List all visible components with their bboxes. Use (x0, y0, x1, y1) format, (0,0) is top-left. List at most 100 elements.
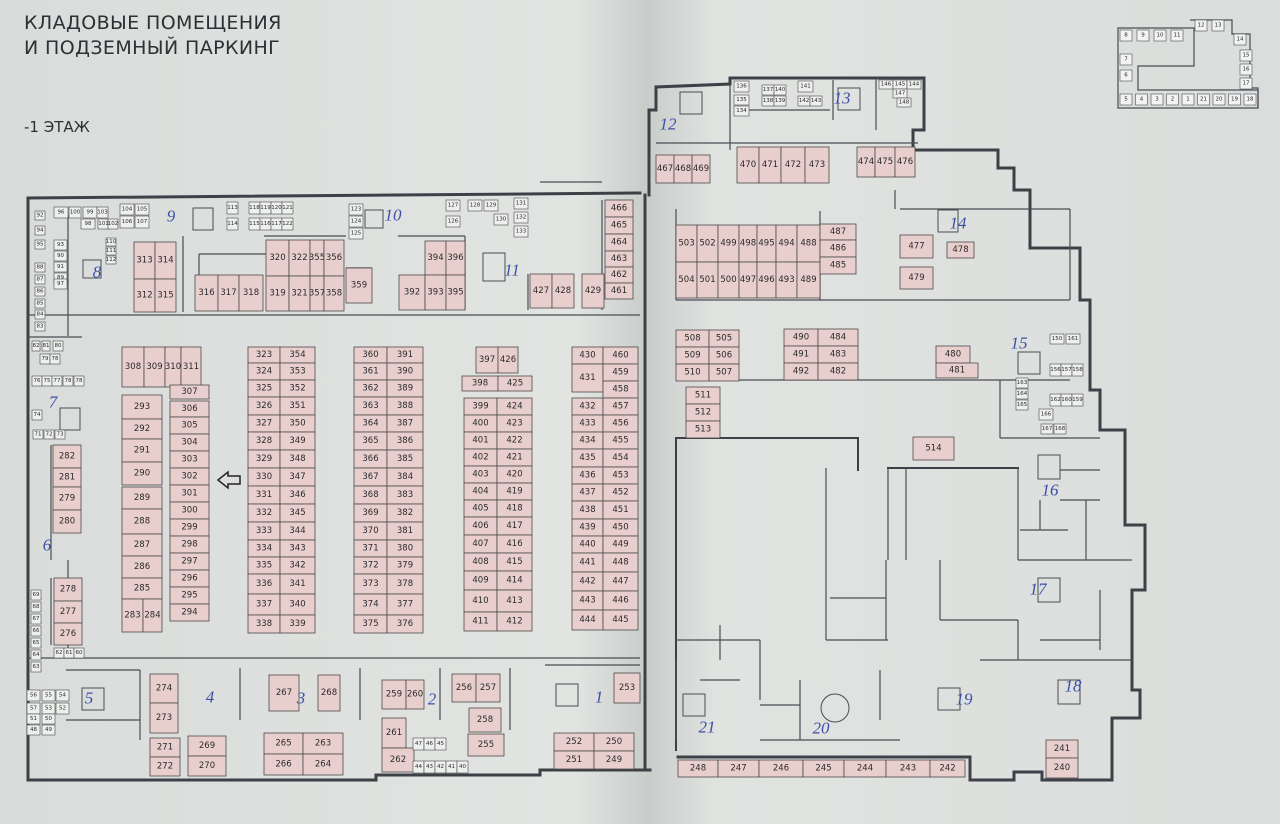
storage-unit-484[interactable]: 484 (817, 328, 859, 347)
storage-unit-430[interactable]: 430 (571, 346, 604, 365)
storage-unit-405[interactable]: 405 (463, 499, 498, 518)
storage-unit-391[interactable]: 391 (386, 346, 424, 364)
small-unit-46[interactable]: 46 (423, 737, 436, 751)
storage-unit-264[interactable]: 264 (302, 753, 344, 776)
storage-unit-409[interactable]: 409 (463, 570, 498, 591)
storage-unit-462[interactable]: 462 (604, 266, 634, 284)
small-unit-63[interactable]: 63 (30, 661, 42, 673)
small-unit-115[interactable]: 115 (248, 217, 261, 231)
storage-unit-417[interactable]: 417 (496, 516, 533, 536)
storage-unit-324[interactable]: 324 (247, 362, 281, 381)
storage-unit-469[interactable]: 469 (691, 154, 711, 184)
small-unit-71[interactable]: 71 (32, 429, 44, 440)
storage-unit-468[interactable]: 468 (673, 154, 693, 184)
storage-unit-392[interactable]: 392 (398, 274, 426, 311)
small-unit-51[interactable]: 51 (26, 713, 41, 725)
storage-unit-498[interactable]: 498 (738, 224, 758, 263)
storage-unit-361[interactable]: 361 (353, 362, 388, 381)
storage-unit-285[interactable]: 285 (121, 577, 163, 600)
small-unit-50[interactable]: 50 (41, 713, 56, 725)
storage-unit-326[interactable]: 326 (247, 396, 281, 416)
storage-unit-280[interactable]: 280 (52, 509, 82, 534)
storage-unit-452[interactable]: 452 (602, 483, 639, 502)
storage-unit-335[interactable]: 335 (247, 556, 281, 575)
storage-unit-396[interactable]: 396 (445, 240, 466, 276)
storage-unit-317[interactable]: 317 (217, 274, 240, 312)
storage-unit-303[interactable]: 303 (169, 450, 210, 469)
small-unit-83[interactable]: 83 (34, 321, 46, 332)
storage-unit-447[interactable]: 447 (602, 571, 639, 592)
storage-unit-299[interactable]: 299 (169, 518, 210, 537)
small-unit-113[interactable]: 113 (226, 201, 239, 215)
storage-unit-339[interactable]: 339 (279, 614, 316, 634)
storage-unit-438[interactable]: 438 (571, 500, 604, 520)
storage-unit-251[interactable]: 251 (553, 750, 595, 770)
small-unit-78[interactable]: 78 (49, 353, 61, 365)
storage-unit-344[interactable]: 344 (279, 521, 316, 541)
storage-unit-255[interactable]: 255 (467, 733, 505, 757)
small-unit-120[interactable]: 120 (270, 201, 283, 215)
storage-unit-472[interactable]: 472 (780, 146, 806, 184)
small-unit-57[interactable]: 57 (26, 702, 41, 715)
storage-unit-248[interactable]: 248 (677, 759, 719, 778)
storage-unit-408[interactable]: 408 (463, 552, 498, 572)
storage-unit-366[interactable]: 366 (353, 449, 388, 469)
storage-unit-386[interactable]: 386 (386, 431, 424, 451)
storage-unit-432[interactable]: 432 (571, 397, 604, 416)
storage-unit-482[interactable]: 482 (817, 362, 859, 381)
small-unit-117[interactable]: 117 (270, 217, 283, 231)
small-unit-135[interactable]: 135 (733, 94, 750, 106)
small-unit-53[interactable]: 53 (41, 702, 56, 715)
storage-unit-288[interactable]: 288 (121, 508, 163, 535)
storage-unit-273[interactable]: 273 (149, 702, 179, 734)
storage-unit-390[interactable]: 390 (386, 362, 424, 381)
storage-unit-371[interactable]: 371 (353, 539, 388, 558)
storage-unit-500[interactable]: 500 (717, 261, 740, 299)
storage-unit-321[interactable]: 321 (288, 275, 311, 312)
small-unit-92[interactable]: 92 (34, 210, 46, 221)
storage-unit-440[interactable]: 440 (571, 535, 604, 554)
storage-unit-398[interactable]: 398 (461, 375, 499, 392)
small-unit-74[interactable]: 74 (31, 409, 43, 421)
storage-unit-304[interactable]: 304 (169, 433, 210, 452)
small-unit-45[interactable]: 45 (434, 737, 447, 751)
storage-unit-514[interactable]: 514 (912, 436, 955, 461)
storage-unit-499[interactable]: 499 (717, 224, 740, 263)
storage-unit-260[interactable]: 260 (405, 679, 425, 710)
storage-unit-419[interactable]: 419 (496, 482, 533, 501)
storage-unit-337[interactable]: 337 (247, 593, 281, 616)
storage-unit-323[interactable]: 323 (247, 346, 281, 364)
storage-unit-465[interactable]: 465 (604, 216, 634, 235)
small-unit-76[interactable]: 76 (31, 375, 43, 387)
small-unit-102[interactable]: 102 (107, 218, 119, 230)
small-unit-40[interactable]: 40 (456, 760, 469, 774)
small-unit-61[interactable]: 61 (63, 647, 75, 659)
storage-unit-506[interactable]: 506 (708, 346, 740, 365)
small-unit-148[interactable]: 148 (896, 97, 912, 108)
storage-unit-401[interactable]: 401 (463, 431, 498, 450)
storage-unit-474[interactable]: 474 (856, 146, 876, 178)
storage-unit-253[interactable]: 253 (613, 672, 641, 704)
storage-unit-298[interactable]: 298 (169, 535, 210, 554)
small-unit-86[interactable]: 86 (34, 286, 46, 297)
storage-unit-387[interactable]: 387 (386, 414, 424, 433)
small-unit-168[interactable]: 168 (1053, 423, 1067, 435)
small-unit-127[interactable]: 127 (445, 199, 461, 212)
small-unit-94[interactable]: 94 (34, 225, 46, 236)
storage-unit-496[interactable]: 496 (756, 261, 777, 299)
storage-unit-377[interactable]: 377 (386, 593, 424, 616)
storage-unit-270[interactable]: 270 (187, 755, 227, 777)
storage-unit-397[interactable]: 397 (475, 346, 499, 374)
small-unit-110[interactable]: 110 (105, 237, 117, 247)
storage-unit-287[interactable]: 287 (121, 533, 163, 557)
storage-unit-406[interactable]: 406 (463, 516, 498, 536)
small-unit-104[interactable]: 104 (119, 203, 135, 216)
storage-unit-315[interactable]: 315 (154, 278, 177, 313)
small-unit-107[interactable]: 107 (134, 215, 150, 229)
storage-unit-262[interactable]: 262 (381, 747, 415, 773)
small-unit-55[interactable]: 55 (41, 689, 56, 702)
storage-unit-475[interactable]: 475 (874, 146, 896, 178)
small-unit-132[interactable]: 132 (513, 211, 529, 224)
small-unit-100[interactable]: 100 (68, 206, 82, 219)
storage-unit-301[interactable]: 301 (169, 484, 210, 503)
